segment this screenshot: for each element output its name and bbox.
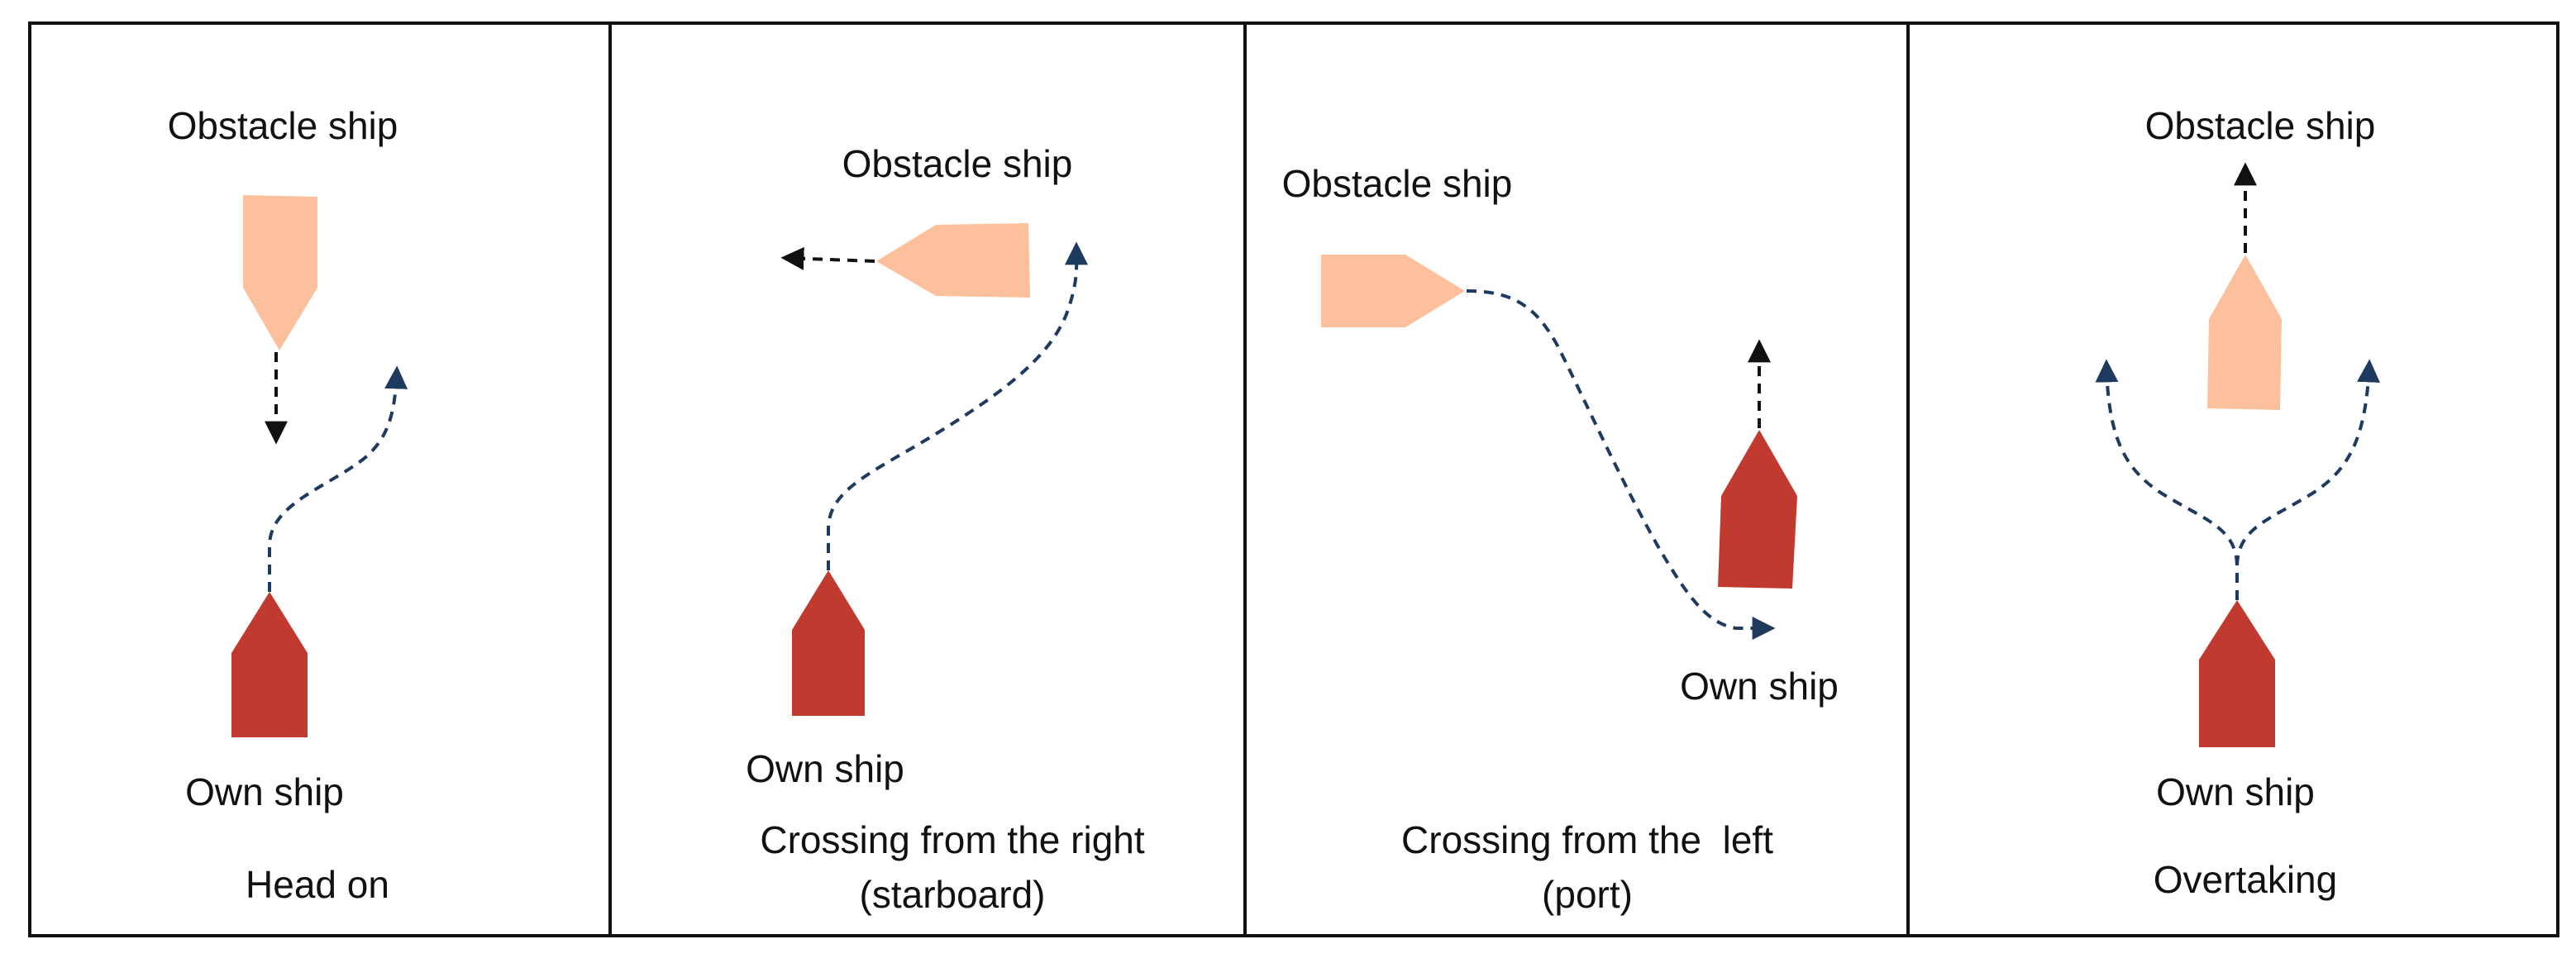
obstacle-ship-label: Obstacle ship — [2145, 104, 2376, 147]
scenario-caption-sub: (starboard) — [860, 873, 1046, 916]
scenario-caption: Crossing from the left — [1401, 818, 1773, 861]
obstacle-ship — [2207, 255, 2282, 410]
panel-crossing-left: Obstacle ship Own ship Crossing from the… — [1282, 162, 1839, 916]
own-ship-path — [827, 241, 1089, 570]
scenario-caption-sub: (port) — [1542, 873, 1633, 916]
own-ship-path — [268, 365, 408, 592]
obstacle-heading-arrow — [780, 246, 875, 270]
obstacle-ship-label: Obstacle ship — [168, 104, 398, 147]
own-ship-label: Own ship — [185, 770, 344, 813]
own-ship-path-right — [2235, 359, 2380, 600]
figure-border — [28, 21, 2559, 937]
panel-crossing-right: Obstacle ship Own ship Crossing from the… — [746, 142, 1145, 916]
own-ship — [792, 570, 865, 716]
own-ship — [231, 592, 308, 737]
panel-overtaking: Obstacle ship Own ship Overtaking — [2095, 104, 2380, 901]
own-ship-label: Own ship — [2156, 770, 2315, 813]
panel-head-on: Obstacle ship Own ship Head on — [168, 104, 408, 906]
scenario-caption: Head on — [246, 863, 389, 906]
obstacle-ship-label: Obstacle ship — [1282, 162, 1513, 205]
own-ship-path-left — [2095, 359, 2239, 600]
own-ship-label: Own ship — [746, 747, 904, 790]
scenario-caption: Overtaking — [2154, 858, 2337, 901]
obstacle-ship — [243, 195, 317, 350]
obstacle-ship-label: Obstacle ship — [842, 142, 1073, 185]
obstacle-ship — [1321, 255, 1465, 327]
own-ship-label: Own ship — [1680, 665, 1839, 708]
own-ship-path — [1466, 289, 1776, 640]
obstacle-ship — [876, 223, 1030, 298]
own-ship — [2199, 600, 2275, 747]
own-ship — [1718, 430, 1797, 589]
scenario-caption: Crossing from the right — [760, 818, 1144, 861]
